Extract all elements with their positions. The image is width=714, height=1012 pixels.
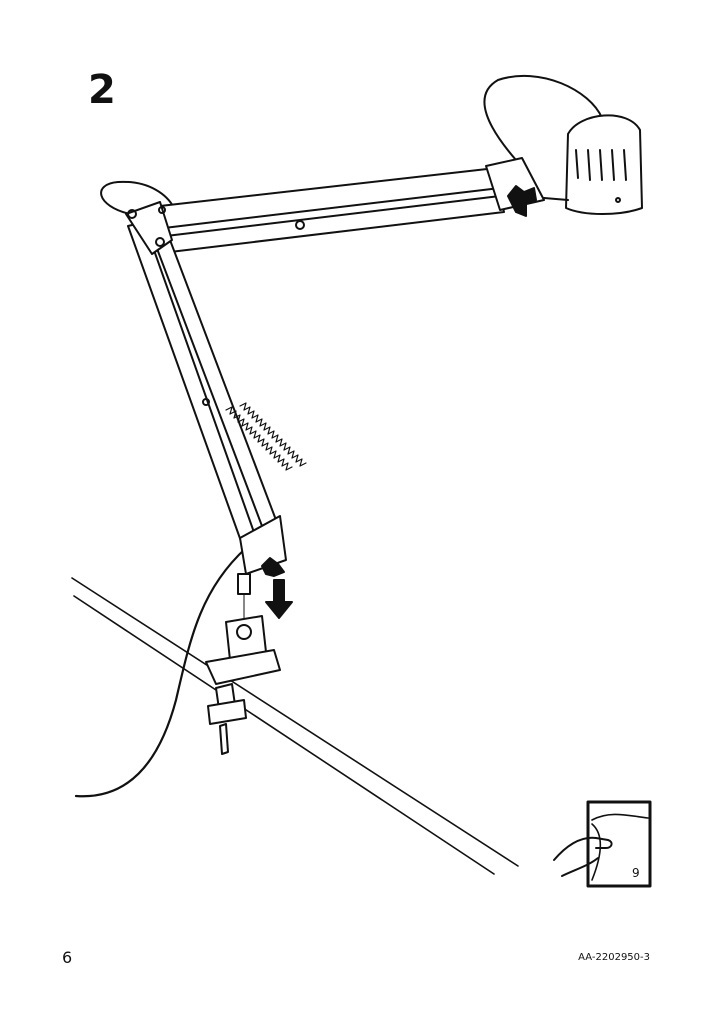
upper-arm: [159, 167, 505, 253]
lamp-head: [543, 114, 643, 215]
cord-top-loop: [100, 180, 175, 215]
page-number: 6: [62, 948, 73, 967]
power-cord: [74, 546, 248, 798]
cord-head-loop: [483, 75, 603, 161]
base-joint: [237, 515, 287, 621]
springs: [225, 402, 307, 471]
turn-page-icon: [553, 800, 652, 888]
head-joint: [485, 157, 545, 217]
document-code: AA-2202950-3: [578, 952, 650, 963]
step-number: 2: [88, 67, 116, 113]
clamp-bracket: [205, 615, 281, 755]
page-reference-number: 9: [632, 866, 640, 880]
table-edge: [71, 577, 519, 875]
elbow-joint: [125, 201, 173, 255]
down-arrow-icon: [265, 579, 293, 619]
lower-arm: [127, 221, 277, 545]
